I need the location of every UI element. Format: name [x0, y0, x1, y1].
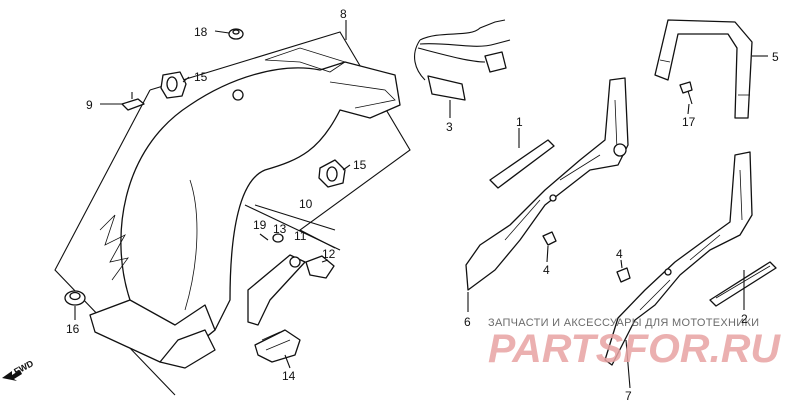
- callout-10: 10: [299, 197, 313, 211]
- callout-2: 2: [741, 312, 748, 326]
- fender-assembly-frame: [54, 31, 411, 396]
- callout-labels: 8 18 15 9 15 3 1 5 17 10 19 13 11 12 16 …: [66, 7, 779, 403]
- fwd-arrow-icon: [2, 370, 22, 381]
- callout-9: 9: [86, 98, 93, 112]
- callout-18: 18: [194, 25, 208, 39]
- side-cover-left: [465, 77, 629, 291]
- trim-strip-2: [709, 261, 777, 307]
- callout-7: 7: [625, 389, 632, 403]
- washer-13: [272, 233, 284, 243]
- side-cover-left-lines: [504, 99, 618, 241]
- frame-line-inner: [244, 204, 341, 251]
- callout-12: 12: [322, 247, 336, 261]
- callout-4-right: 4: [616, 247, 623, 261]
- fwd-label: FWD: [12, 358, 35, 377]
- bolt-13: [289, 256, 301, 268]
- wire-d: [414, 39, 426, 81]
- wire-a: [419, 19, 506, 41]
- side-cover-right-body: [604, 151, 753, 366]
- callout-5: 5: [772, 50, 779, 64]
- callout-8: 8: [340, 7, 347, 21]
- callout-16: 16: [66, 322, 80, 336]
- wire-b: [419, 39, 511, 47]
- side-cover-right-lines: [639, 169, 743, 311]
- callout-13: 13: [273, 222, 287, 236]
- grommet-4-left: [542, 231, 557, 246]
- grommet-15-top: [160, 71, 187, 99]
- grommet-4-right: [616, 267, 631, 283]
- screw-19: [259, 233, 269, 241]
- callout-1: 1: [516, 115, 523, 129]
- connector-3a: [484, 51, 507, 73]
- watermark-brand: PARTSFOR.RU: [488, 327, 781, 371]
- fender-center-rib: [184, 179, 198, 311]
- fender-bracket-top: [264, 47, 346, 73]
- side-cover-left-mount: [613, 143, 627, 157]
- license-bracket-group: [247, 204, 336, 363]
- leader-lines: [74, 20, 768, 389]
- callout-17: 17: [682, 115, 696, 129]
- fender-inner-ribs: [99, 214, 129, 281]
- fender-body: [120, 61, 401, 351]
- nut-clip-9: [121, 92, 145, 111]
- wire-c: [417, 47, 486, 63]
- bracket-14: [254, 329, 301, 363]
- bracket-14-detail: [261, 331, 291, 351]
- bolt-17: [679, 81, 693, 105]
- fwd-indicator: FWD: [2, 358, 35, 381]
- callout-4-left: 4: [543, 263, 550, 277]
- callout-3: 3: [446, 120, 453, 134]
- side-cover-left-pin: [549, 194, 557, 202]
- callout-15-top: 15: [194, 70, 208, 84]
- watermark-tagline: ЗАПЧАСТИ И АКСЕССУАРЫ ДЛЯ МОТОТЕХНИКИ: [488, 317, 759, 329]
- callout-11: 11: [294, 229, 307, 243]
- connector-3b: [427, 75, 466, 101]
- grab-rail-body: [654, 19, 753, 119]
- grab-rail: [654, 19, 753, 119]
- grommet-15-mid: [318, 159, 346, 188]
- fender-mount-hole: [232, 89, 244, 101]
- callout-15-mid: 15: [353, 158, 367, 172]
- fender-tail-light-opening: [159, 329, 216, 369]
- rear-fender: [89, 47, 401, 369]
- side-cover-right-pin: [664, 268, 672, 276]
- fender-rear-bracket: [329, 81, 396, 109]
- side-cover-right: [604, 151, 753, 366]
- callout-6: 6: [464, 315, 471, 329]
- bracket-plate-11: [247, 254, 306, 326]
- grommet-16: [64, 290, 86, 306]
- callout-19: 19: [253, 218, 267, 232]
- trim-strip-1: [489, 139, 555, 189]
- wire-harness: [414, 19, 511, 101]
- group-bracket-line: [254, 204, 336, 231]
- callout-14: 14: [282, 369, 296, 383]
- frame-line-left: [54, 89, 176, 396]
- grab-rail-mark-a: [659, 59, 671, 63]
- socket-12: [305, 255, 335, 279]
- clip-18: [228, 28, 244, 40]
- watermark: ЗАПЧАСТИ И АКСЕССУАРЫ ДЛЯ МОТОТЕХНИКИ PA…: [488, 317, 781, 371]
